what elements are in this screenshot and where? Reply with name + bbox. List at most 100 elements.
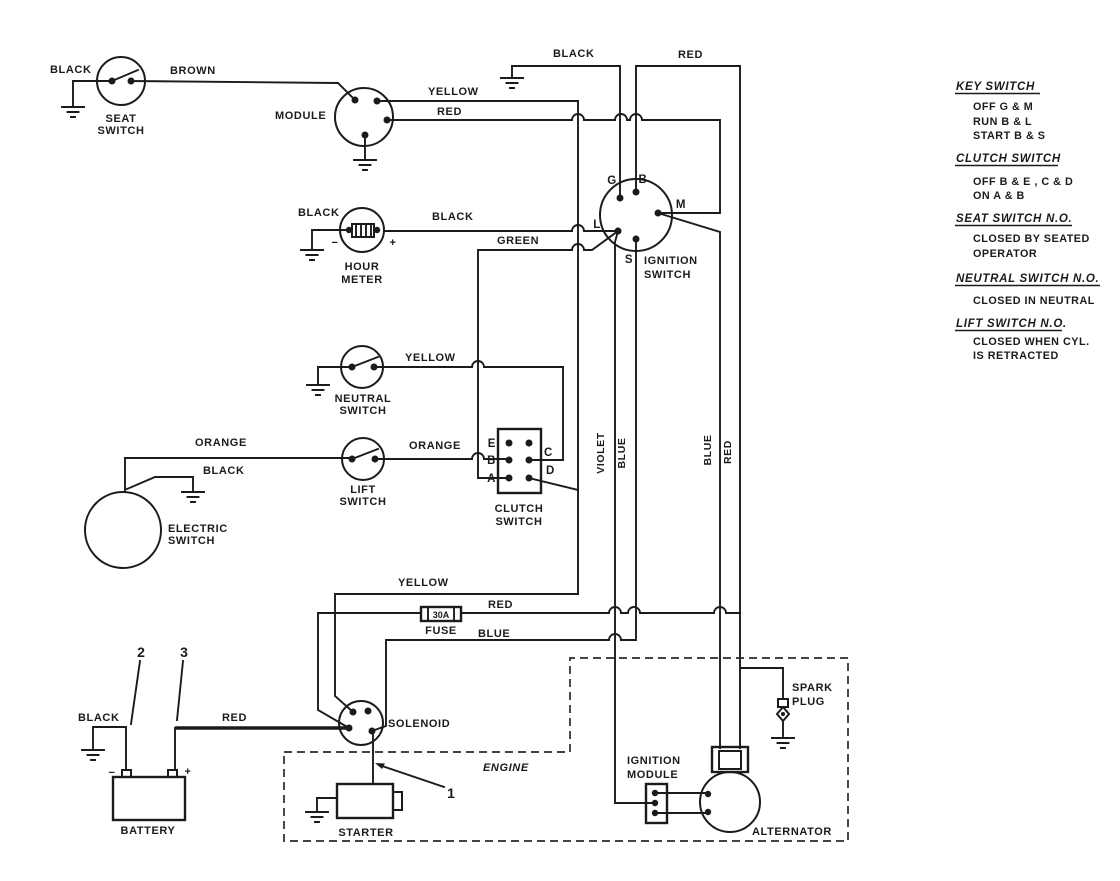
- ground-icon-seat: [61, 106, 85, 118]
- label-hour-meter-2: METER: [341, 274, 383, 286]
- legend-title-key-switch: KEY SWITCH: [956, 81, 1035, 93]
- label-battery: BATTERY: [121, 825, 176, 837]
- label-ignition-switch-2: SWITCH: [644, 269, 691, 281]
- wire-yellow-kill: [334, 100, 579, 714]
- label-engine: ENGINE: [483, 762, 529, 774]
- ground-icon-sparkplug: [771, 737, 795, 749]
- hour-meter-plus: +: [389, 237, 396, 249]
- clutch-pin-b: B: [487, 455, 496, 467]
- fuse-rating: 30A: [433, 610, 450, 620]
- clutch-pin-d: D: [546, 465, 555, 477]
- wire-label-brown: BROWN: [170, 65, 216, 77]
- label-module: MODULE: [275, 110, 326, 122]
- wire-label-green: GREEN: [497, 235, 539, 247]
- battery-minus: −: [108, 767, 115, 779]
- engine-boundary: [283, 657, 849, 842]
- callout-1: 1: [447, 785, 455, 801]
- ground-icon-neutral: [306, 384, 330, 396]
- wire-label-blue-mag: BLUE: [702, 435, 714, 466]
- wire-module-red: [386, 113, 721, 214]
- label-electric-switch-2: SWITCH: [168, 535, 215, 547]
- wire-label-violet: VIOLET: [595, 432, 607, 474]
- wire-green: [477, 229, 620, 479]
- label-fuse: FUSE: [425, 625, 457, 637]
- wire-label-seat-black: BLACK: [50, 64, 92, 76]
- legend-line: OFF G & M: [973, 101, 1033, 113]
- wire-electric-ground: [125, 476, 194, 491]
- wire-hourmeter-black: [384, 224, 619, 232]
- label-alternator: ALTERNATOR: [752, 826, 832, 838]
- ignition-switch-symbol: [599, 178, 673, 252]
- label-seat-switch-1: SEAT: [106, 113, 137, 125]
- labels: BLACK BROWN SEAT SWITCH MODULE YELLOW RE…: [50, 48, 832, 839]
- legend-line: OPERATOR: [973, 248, 1037, 260]
- label-lift-switch-1: LIFT: [350, 484, 376, 496]
- legend-title-clutch-switch: CLUTCH SWITCH: [956, 153, 1061, 165]
- wire-brown: [130, 80, 357, 102]
- wire-label-module-red: RED: [437, 106, 462, 118]
- callout-leaders: [129, 659, 446, 789]
- solenoid-symbol: [338, 700, 384, 746]
- wire-seat-ground: [72, 80, 113, 106]
- wire-label-top-red: RED: [678, 49, 703, 61]
- alternator-symbol: [699, 745, 761, 833]
- ignition-pin-s: S: [625, 254, 633, 266]
- ignition-pin-g: G: [607, 175, 617, 187]
- ground-icon-battery: [81, 749, 105, 761]
- wire-red-fused: [317, 606, 741, 730]
- label-hour-meter-1: HOUR: [345, 261, 380, 273]
- clutch-pin-c: C: [544, 447, 553, 459]
- wire-label-neutral-yellow: YELLOW: [405, 352, 456, 364]
- legend-line: RUN B & L: [973, 116, 1032, 128]
- seat-switch-symbol: [96, 56, 146, 106]
- wire-label-hm-black-left: BLACK: [298, 207, 340, 219]
- ground-icon-starter: [305, 811, 329, 823]
- battery-plus: +: [184, 766, 191, 778]
- ignition-module-symbol: [644, 782, 669, 825]
- label-clutch-switch-1: CLUTCH: [495, 503, 544, 515]
- legend-line: IS RETRACTED: [973, 350, 1059, 362]
- fuse-symbol: [419, 605, 463, 623]
- wire-label-battery-black: BLACK: [78, 712, 120, 724]
- wire-label-blue-bottom: BLUE: [478, 628, 510, 640]
- legend-title-seat-switch: SEAT SWITCH N.O.: [956, 213, 1072, 225]
- label-ignition-module-2: MODULE: [627, 769, 678, 781]
- label-ignition-module-1: IGNITION: [627, 755, 681, 767]
- ignition-pin-m: M: [676, 199, 686, 211]
- wire-label-battery-red: RED: [222, 712, 247, 724]
- wire-label-module-yellow: YELLOW: [428, 86, 479, 98]
- legend-line: ON A & B: [973, 190, 1025, 202]
- battery-symbol: [111, 769, 187, 822]
- legend-line: CLOSED IN NEUTRAL: [973, 295, 1095, 307]
- label-clutch-switch-2: SWITCH: [496, 516, 543, 528]
- clutch-switch-symbol: [496, 427, 543, 495]
- wire-label-electric-black: BLACK: [203, 465, 245, 477]
- callout-3: 3: [180, 644, 188, 660]
- ignition-pin-l: L: [593, 219, 601, 231]
- wire-ignmodule-alt: [654, 792, 709, 814]
- wire-blue-mag: [656, 211, 721, 749]
- label-electric-switch-1: ELECTRIC: [168, 523, 228, 535]
- label-spark-plug-2: PLUG: [792, 696, 825, 708]
- legend-title-lift-switch: LIFT SWITCH N.O.: [956, 318, 1067, 330]
- callout-2: 2: [137, 644, 145, 660]
- wire-label-red-b: RED: [722, 440, 734, 464]
- wire-clutch-d-tap: [527, 476, 580, 492]
- clutch-pin-a: A: [487, 473, 496, 485]
- lift-switch-symbol: [341, 437, 385, 481]
- legend-line: OFF B & E , C & D: [973, 176, 1073, 188]
- wire-battery-ground: [92, 726, 127, 771]
- ground-icon-hour-meter: [300, 249, 324, 261]
- hour-meter-symbol: [339, 207, 385, 253]
- label-seat-switch-2: SWITCH: [98, 125, 145, 137]
- ignition-pin-b: B: [639, 174, 648, 186]
- wire-violet: [614, 229, 656, 804]
- label-starter: STARTER: [338, 827, 393, 839]
- wire-label-hm-black-right: BLACK: [432, 211, 474, 223]
- hour-meter-minus: −: [331, 237, 338, 249]
- spark-plug-symbol: [775, 698, 791, 723]
- legend-line: START B & S: [973, 130, 1045, 142]
- module-symbol: [334, 87, 394, 147]
